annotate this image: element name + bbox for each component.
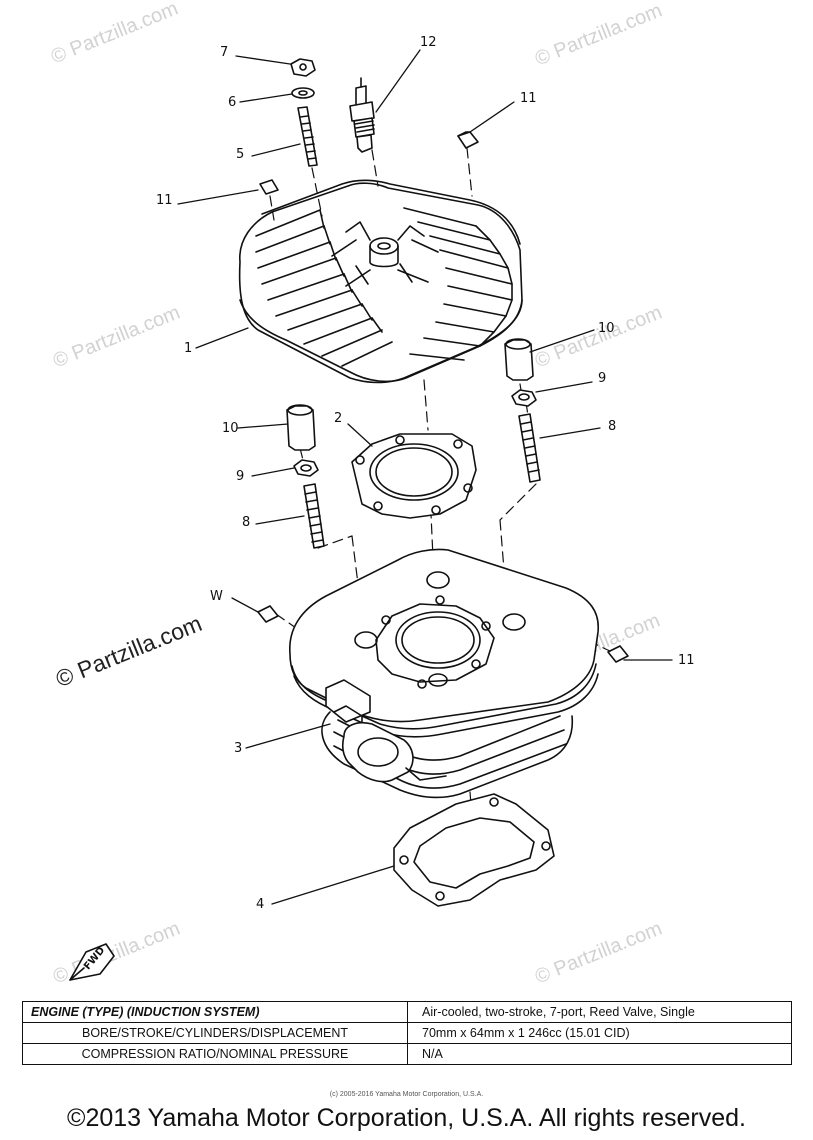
callout-10-left: 10 <box>222 421 239 436</box>
cylinder-head-part-1 <box>238 179 523 384</box>
washer-part-6 <box>291 87 315 99</box>
copyright-footer: ©2013 Yamaha Motor Corporation, U.S.A. A… <box>67 1104 746 1132</box>
engine-spec-table: ENGINE (TYPE) (INDUCTION SYSTEM) Air-coo… <box>22 1001 792 1065</box>
table-row: ENGINE (TYPE) (INDUCTION SYSTEM) Air-coo… <box>22 1001 792 1023</box>
spec-value-compression: N/A <box>407 1043 792 1065</box>
callout-8-left: 8 <box>242 515 251 530</box>
forward-arrow-icon <box>69 943 115 981</box>
spec-value-engine: Air-cooled, two-stroke, 7-port, Reed Val… <box>407 1001 792 1023</box>
callout-8-right: 8 <box>608 419 617 434</box>
dowel-part-11-mid-right <box>607 645 629 663</box>
stud-part-5 <box>297 106 318 167</box>
washer-part-9-right <box>511 389 537 407</box>
callout-9-right: 9 <box>598 371 607 386</box>
base-gasket-part-4 <box>393 793 555 907</box>
spark-plug-part-12 <box>349 77 375 153</box>
cylinder-part-3 <box>289 548 599 799</box>
spec-label-engine: ENGINE (TYPE) (INDUCTION SYSTEM) <box>22 1001 408 1023</box>
stud-part-8-left <box>303 483 325 549</box>
sleeve-nut-part-10-left <box>286 404 316 451</box>
spec-value-bore: 70mm x 64mm x 1 246cc (15.01 CID) <box>407 1022 792 1044</box>
stud-part-8-right <box>518 413 541 483</box>
callout-11-mid-right: 11 <box>678 653 695 668</box>
callout-12: 12 <box>420 35 437 50</box>
small-copyright-note: (c) 2005-2016 Yamaha Motor Corporation, … <box>329 1091 484 1098</box>
callout-6: 6 <box>228 95 237 110</box>
callout-2: 2 <box>334 411 343 426</box>
callout-10-right: 10 <box>598 321 615 336</box>
callout-11-top-right: 11 <box>520 91 537 106</box>
callout-3: 3 <box>234 741 243 756</box>
leader-lines <box>177 49 673 905</box>
callout-9-left: 9 <box>236 469 245 484</box>
dowel-part-11-top-right <box>457 131 479 149</box>
nut-part-7 <box>290 58 316 77</box>
spec-label-compression: COMPRESSION RATIO/NOMINAL PRESSURE <box>22 1043 408 1065</box>
spec-label-bore: BORE/STROKE/CYLINDERS/DISPLACEMENT <box>22 1022 408 1044</box>
callout-7: 7 <box>220 45 229 60</box>
callout-5: 5 <box>236 147 245 162</box>
washer-part-9-left <box>293 459 319 477</box>
table-row: BORE/STROKE/CYLINDERS/DISPLACEMENT 70mm … <box>22 1022 792 1044</box>
dowel-part-11-mid-left <box>257 605 279 623</box>
dowel-part-11-top-left <box>259 179 279 195</box>
callout-w: W <box>210 589 223 604</box>
callout-11-top-left: 11 <box>156 193 173 208</box>
exploded-parts-diagram <box>69 49 673 981</box>
head-gasket-part-2 <box>351 433 477 519</box>
callout-1: 1 <box>184 341 193 356</box>
sleeve-nut-part-10-right <box>504 338 534 381</box>
callout-4: 4 <box>256 897 265 912</box>
table-row: COMPRESSION RATIO/NOMINAL PRESSURE N/A <box>22 1043 792 1065</box>
